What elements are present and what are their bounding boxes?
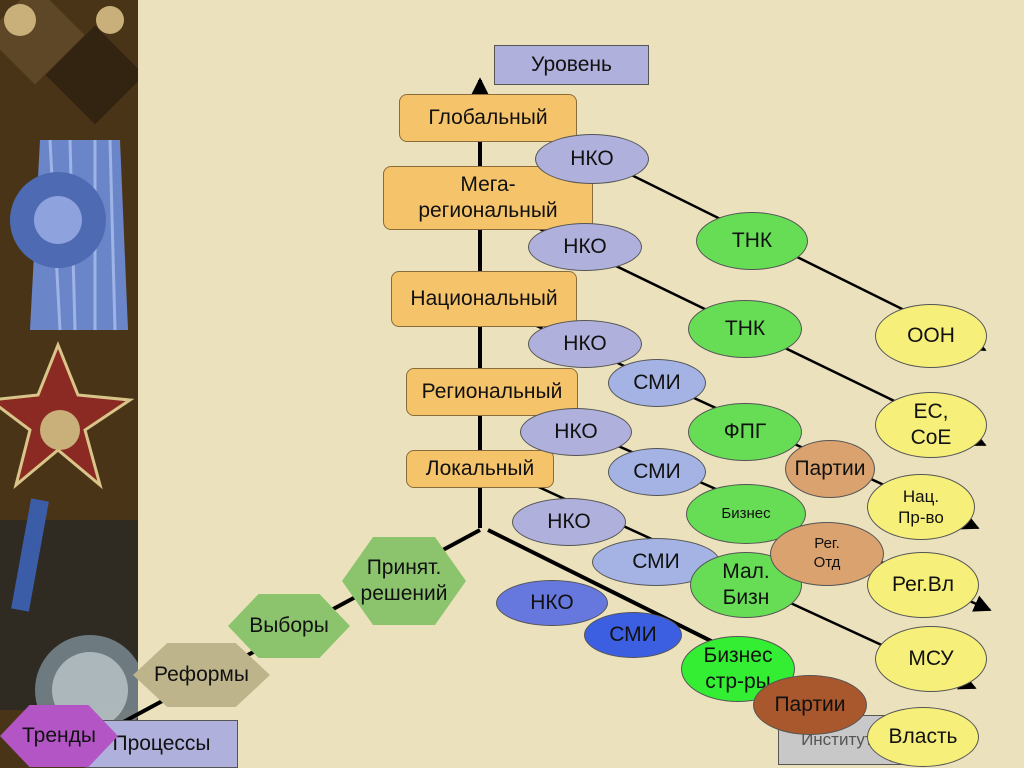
national-government: Нац. Пр-во: [867, 474, 975, 540]
medal-decoration-icon: [0, 0, 138, 768]
level-global: Глобальный: [399, 94, 577, 142]
nko-global: НКО: [535, 134, 649, 184]
level-local: Локальный: [406, 450, 554, 488]
smi-bottom: СМИ: [584, 612, 682, 658]
tnk-mega: ТНК: [688, 300, 802, 358]
power: Власть: [867, 707, 979, 767]
level-national: Национальный: [391, 271, 577, 327]
nko-bottom: НКО: [496, 580, 608, 626]
un: ООН: [875, 304, 987, 368]
process-elections: Выборы: [228, 594, 350, 658]
medal-decoration-panel: [0, 0, 138, 768]
tnk-global: ТНК: [696, 212, 808, 270]
fpg: ФПГ: [688, 403, 802, 461]
regional-authority: Рег.Вл: [867, 552, 979, 618]
parties-upper: Партии: [785, 440, 875, 498]
small-business: Мал. Бизн: [690, 552, 802, 618]
nko-mega: НКО: [528, 223, 642, 271]
smi-national: СМИ: [608, 359, 706, 407]
process-axis-label: Процессы: [85, 720, 238, 768]
eu-coe: ЕС, CoE: [875, 392, 987, 458]
level-axis-label: Уровень: [494, 45, 649, 85]
smi-regional: СМИ: [608, 448, 706, 496]
regional-branch: Рег. Отд: [770, 522, 884, 586]
nko-local: НКО: [512, 498, 626, 546]
process-reforms: Реформы: [133, 643, 270, 707]
nko-national: НКО: [528, 320, 642, 368]
level-regional: Региональный: [406, 368, 578, 416]
local-self-government: МСУ: [875, 626, 987, 692]
parties-lower: Партии: [753, 675, 867, 735]
nko-regional: НКО: [520, 408, 632, 456]
process-decisions: Принят. решений: [342, 537, 466, 625]
